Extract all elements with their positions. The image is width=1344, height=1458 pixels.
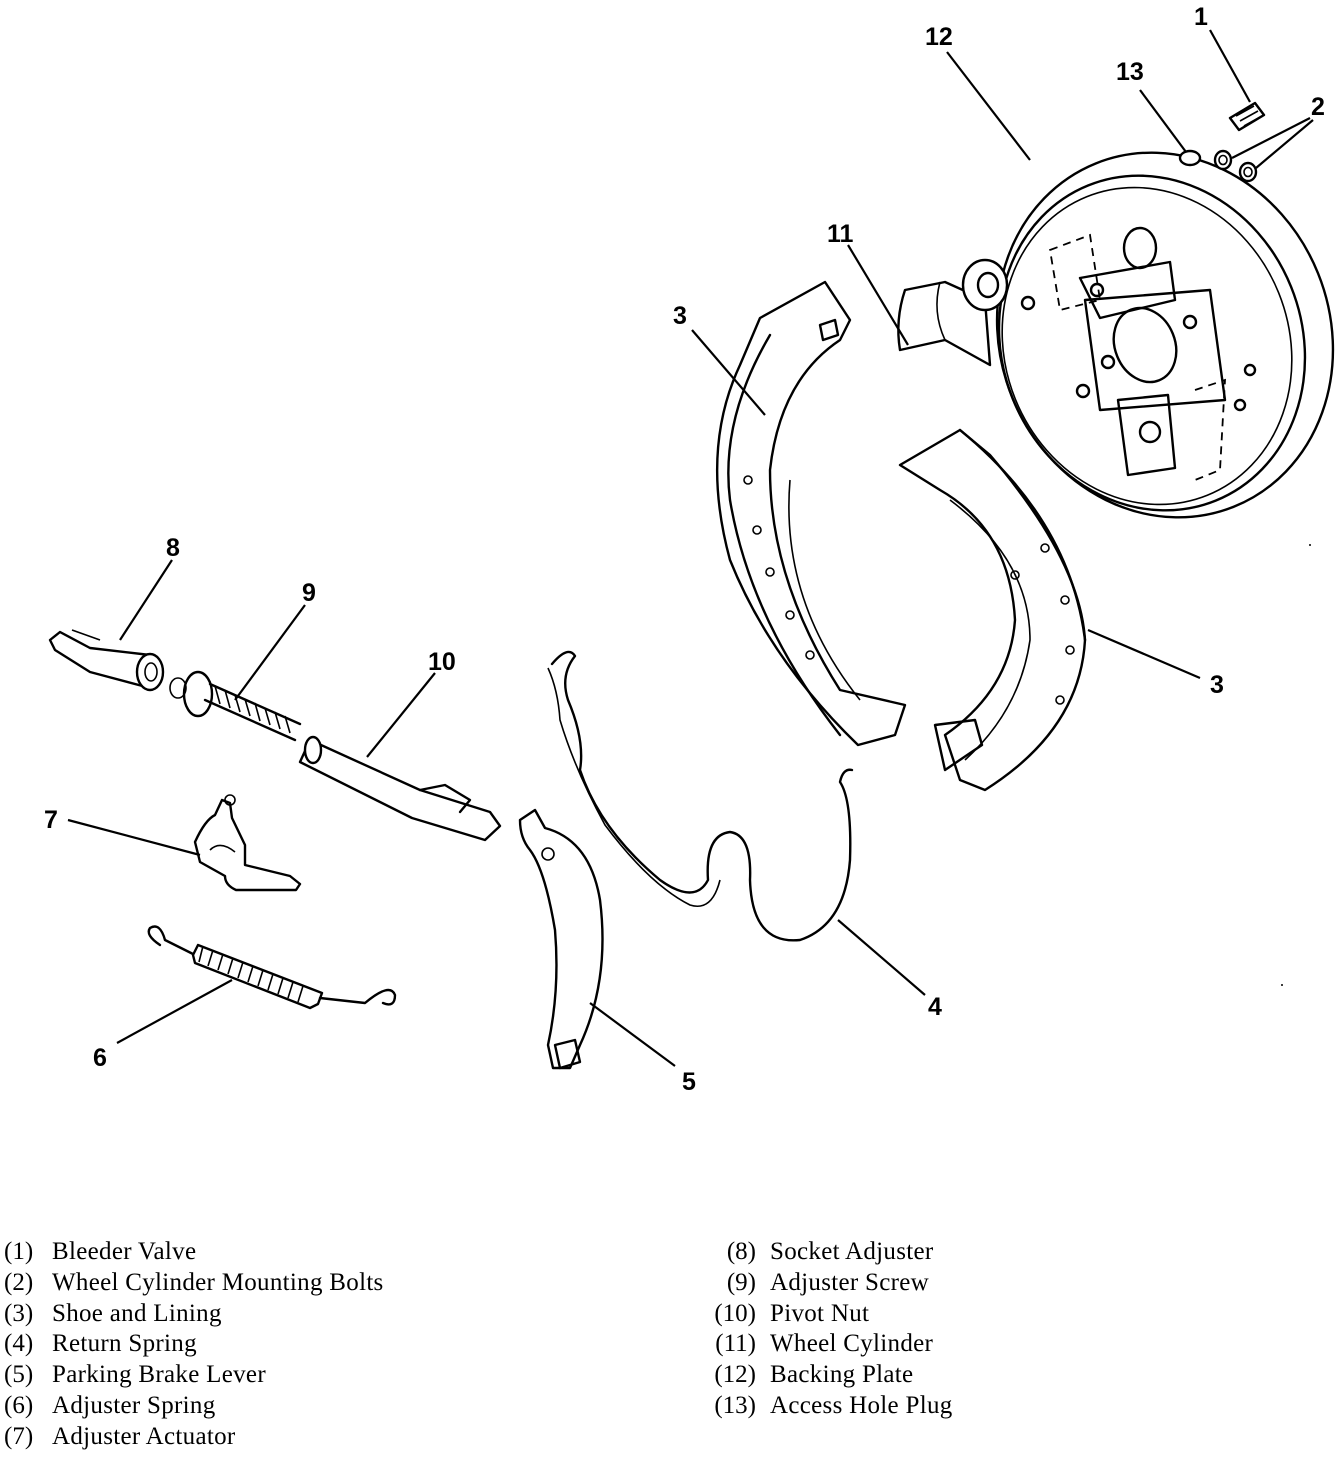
leader-13 [1139,89,1187,153]
shoe-lining-left-part [716,280,907,747]
legend-item: (11) Wheel Cylinder [704,1329,953,1360]
legend-label: Parking Brake Lever [52,1361,266,1389]
leader-9 [234,604,306,701]
legend-item: (10) Pivot Nut [704,1299,953,1330]
bleeder-valve-part [1228,101,1266,132]
legend-label: Wheel Cylinder Mounting Bolts [52,1268,384,1296]
callout-7: 7 [44,806,58,834]
stray-dot [1281,984,1283,986]
parking-brake-lever-part [518,808,604,1070]
backing-plate-part [995,151,1335,519]
leader-10 [366,672,436,758]
adjuster-spring-part [147,925,397,1010]
callout-9: 9 [302,579,316,607]
legend-label: Return Spring [52,1330,197,1358]
legend-item: (13) Access Hole Plug [704,1391,953,1422]
callout-8: 8 [166,534,180,562]
legend-number: (11) [715,1330,756,1358]
legend-number: (12) [714,1361,756,1389]
legend-item: (7) Adjuster Actuator [4,1422,384,1453]
leader-5 [589,1002,676,1067]
legend-item: (5) Parking Brake Lever [4,1360,384,1391]
legend-number: (9) [726,1268,756,1296]
callout-6: 6 [93,1044,107,1072]
leader-8 [119,559,173,641]
callout-3-lower: 3 [1210,671,1224,699]
legend-label: Wheel Cylinder [770,1330,934,1358]
legend-item: (1) Bleeder Valve [4,1237,384,1268]
legend-item: (3) Shoe and Lining [4,1299,384,1330]
leader-2b [1255,119,1314,169]
return-spring-part [547,650,854,942]
legend-number: (3) [4,1299,34,1327]
legend-number: (4) [4,1330,34,1358]
legend-label: Shoe and Lining [52,1299,222,1327]
leader-3a [691,329,766,416]
callout-5: 5 [682,1068,696,1096]
leader-12 [946,51,1031,161]
callout-13: 13 [1116,58,1144,86]
callout-3-upper: 3 [673,302,687,330]
leader-11 [847,244,909,346]
legend-left-column: (1) Bleeder Valve (2) Wheel Cylinder Mou… [4,1237,384,1453]
callout-11: 11 [827,220,854,248]
callout-4: 4 [928,993,942,1021]
shoe-lining-right-part [898,428,1087,792]
legend-number: (8) [726,1238,756,1265]
pivot-nut-part [298,735,502,842]
legend-number: (5) [4,1361,34,1389]
socket-adjuster-part [48,629,165,692]
wheel-cylinder-part [897,258,1009,367]
legend-right-column: (8) Socket Adjuster (9) Adjuster Screw (… [704,1237,953,1422]
legend-number: (6) [4,1391,34,1419]
legend-label: Adjuster Spring [52,1391,216,1419]
leader-4 [837,919,926,996]
adjuster-screw-part [169,670,302,742]
legend-label: Access Hole Plug [770,1391,953,1419]
legend-item: (12) Backing Plate [704,1360,953,1391]
legend-label: Adjuster Actuator [52,1422,236,1450]
stray-dot [1309,544,1311,546]
legend-label: Socket Adjuster [770,1238,934,1265]
legend-label: Backing Plate [770,1361,914,1389]
callout-12: 12 [925,23,953,51]
leader-1 [1209,29,1251,103]
legend-label: Pivot Nut [770,1299,870,1327]
legend-label: Bleeder Valve [52,1238,197,1265]
legend-number: (10) [714,1299,756,1327]
callout-2: 2 [1311,93,1325,121]
legend-number: (1) [4,1238,34,1265]
leader-3b [1087,628,1201,680]
callout-1: 1 [1194,3,1208,31]
legend-number: (13) [714,1391,756,1419]
legend-item: (4) Return Spring [4,1329,384,1360]
leader-2a [1231,117,1311,159]
access-hole-plug-part [1178,149,1202,167]
callout-10: 10 [428,648,456,676]
callout-numbers: 1 2 3 3 4 5 6 7 8 9 10 11 12 13 [44,3,1325,1096]
legend-item: (2) Wheel Cylinder Mounting Bolts [4,1268,384,1299]
legend-item: (6) Adjuster Spring [4,1391,384,1422]
leader-lines [67,29,1314,1067]
leader-7 [67,818,201,857]
mounting-bolts-part [1213,149,1258,183]
adjuster-actuator-part [193,794,302,892]
legend-item: (9) Adjuster Screw [704,1268,953,1299]
legend-number: (7) [4,1422,34,1450]
legend-label: Adjuster Screw [770,1268,930,1296]
legend-item: (8) Socket Adjuster [704,1237,953,1268]
leader-6 [116,979,233,1044]
legend-number: (2) [4,1268,34,1296]
